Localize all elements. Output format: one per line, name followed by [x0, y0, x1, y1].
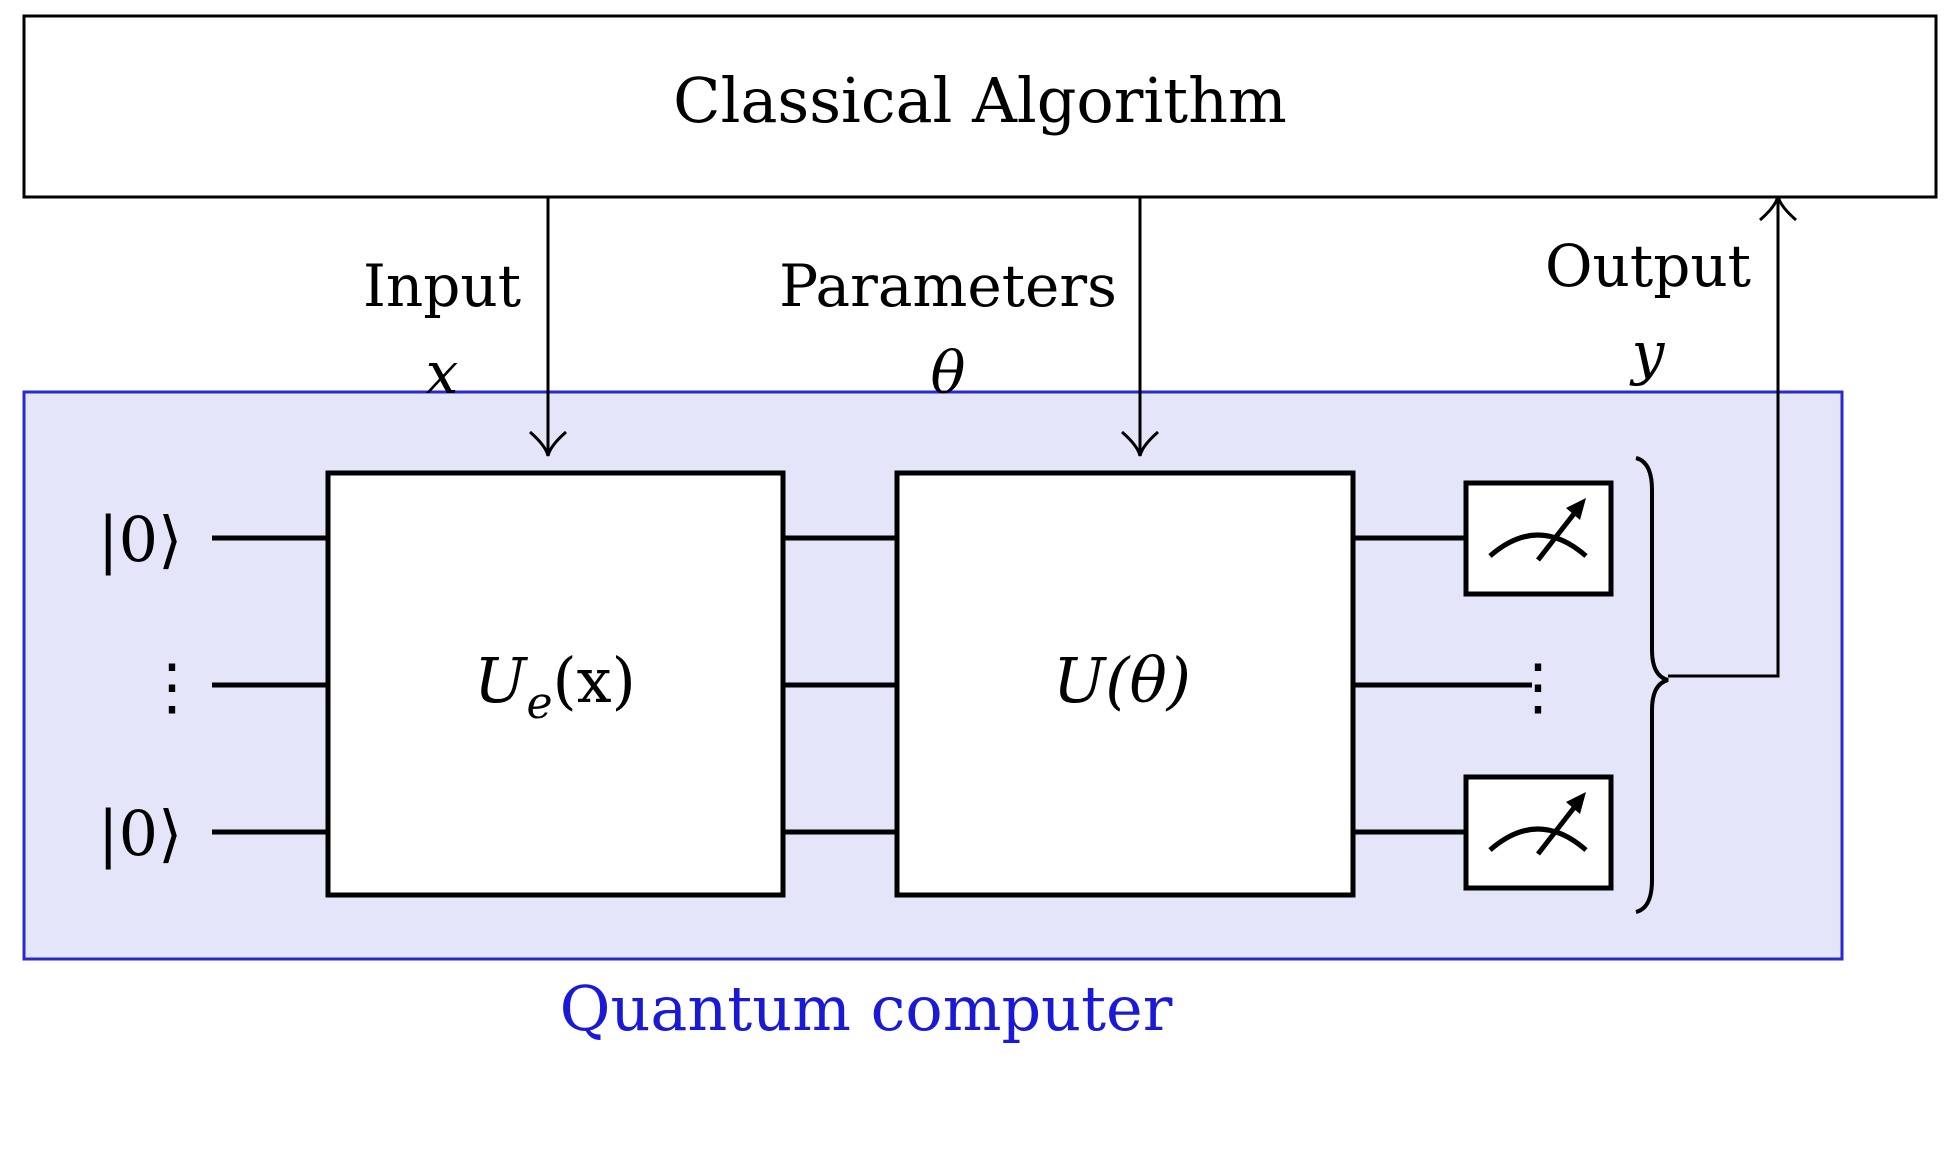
input-variable: x: [426, 339, 459, 407]
parameters-variable: θ: [931, 339, 966, 407]
quantum-computer-caption: Quantum computer: [560, 972, 1173, 1045]
variational-gate-label: U(θ): [1053, 644, 1191, 717]
meter-icon: [1488, 498, 1588, 562]
parameters-arrow: [1121, 197, 1159, 457]
arrow-down-icon: [529, 430, 567, 457]
arrow-down-icon: [1121, 430, 1159, 457]
measurement-ellipsis: ⋮: [1507, 650, 1569, 723]
variational-gate: [894, 470, 1356, 898]
input-label: Input: [363, 252, 521, 320]
brace-icon: [1635, 456, 1669, 914]
encoding-gate-label: Ue(x): [474, 644, 636, 729]
qubit-ellipsis: ⋮: [141, 650, 203, 723]
qubit-state-top: |0⟩: [98, 503, 183, 576]
measurement-bottom: [1463, 774, 1614, 891]
classical-algorithm-box: [22, 14, 1938, 199]
output-arrow: [1668, 195, 1797, 678]
qubit-state-bottom: |0⟩: [98, 797, 183, 870]
output-variable: y: [1629, 319, 1666, 387]
qubit-wires: [212, 535, 1532, 835]
input-arrow: [529, 197, 567, 457]
arrow-up-icon: [1759, 195, 1797, 222]
output-label: Output: [1545, 232, 1751, 300]
encoding-gate: [325, 470, 786, 898]
measurement-top: [1463, 480, 1614, 597]
classical-algorithm-title: Classical Algorithm: [673, 64, 1287, 137]
parameters-label: Parameters: [779, 252, 1117, 320]
meter-icon: [1488, 792, 1588, 856]
